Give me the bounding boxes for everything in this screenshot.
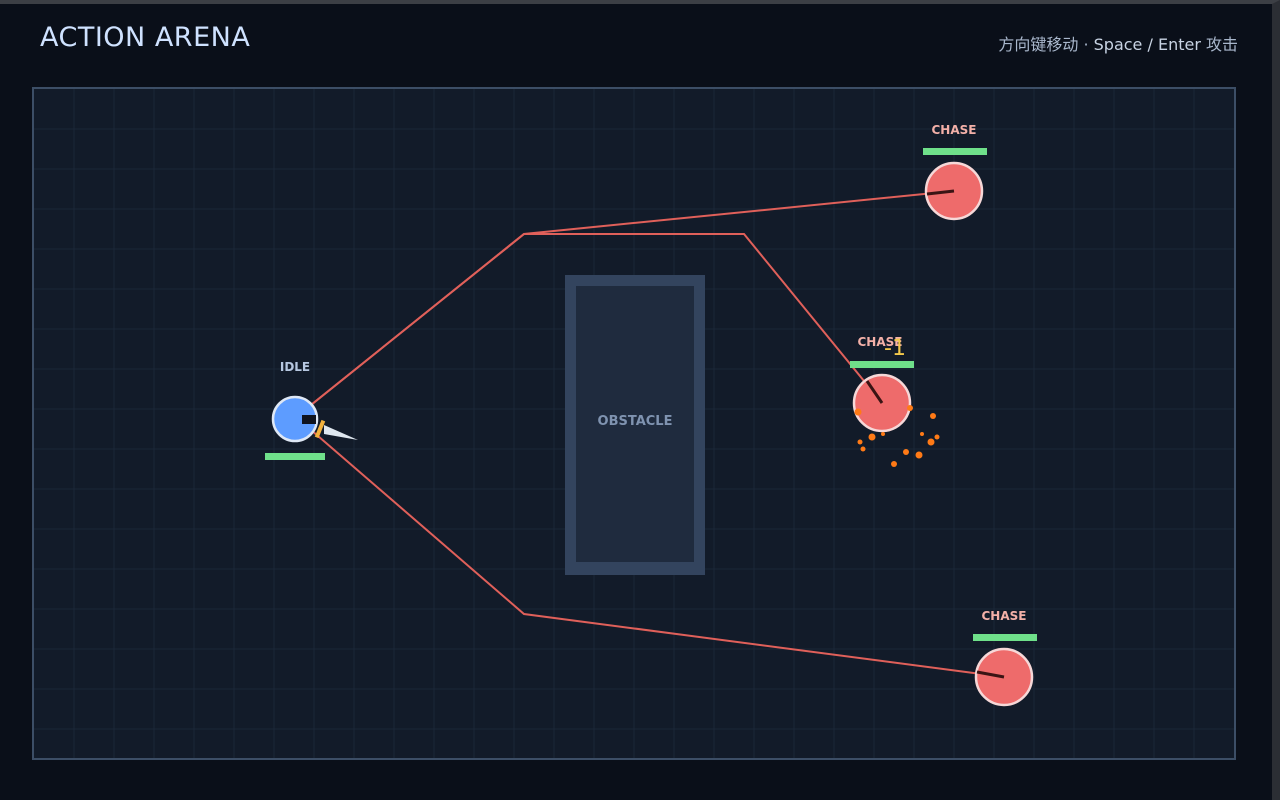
header: ACTION ARENA 方向键移动 · Space / Enter 攻击 bbox=[0, 4, 1272, 84]
enemy-health-bar bbox=[850, 361, 914, 368]
enemy-health-bar bbox=[973, 634, 1037, 641]
enemy-paths bbox=[295, 190, 1005, 678]
enemy-state-label: CHASE bbox=[932, 123, 977, 137]
grid bbox=[34, 89, 1234, 758]
enemy-bottom: CHASE bbox=[973, 609, 1037, 707]
hint-attack-keys: Space / Enter bbox=[1093, 35, 1201, 54]
enemy-facing bbox=[865, 380, 884, 404]
hint-move: 方向键移动 bbox=[998, 35, 1079, 54]
game-arena[interactable]: OBSTACLE IDLE CHASE bbox=[32, 87, 1236, 760]
player: IDLE bbox=[265, 360, 358, 460]
enemy-state-label: CHASE bbox=[858, 335, 903, 349]
player-body bbox=[271, 395, 319, 443]
enemy-mid: CHASE -1 bbox=[850, 335, 940, 467]
player-state-label: IDLE bbox=[280, 360, 310, 374]
sword-icon bbox=[314, 419, 358, 440]
enemy-state-label: CHASE bbox=[982, 609, 1027, 623]
enemy-top: CHASE bbox=[923, 123, 987, 221]
obstacle-label: OBSTACLE bbox=[598, 414, 673, 429]
path-enemy-bottom bbox=[295, 416, 1005, 678]
damage-popup: -1 bbox=[884, 336, 906, 361]
page-title: ACTION ARENA bbox=[40, 22, 251, 53]
path-enemy-mid bbox=[295, 233, 883, 418]
arena-canvas[interactable]: OBSTACLE IDLE CHASE bbox=[34, 89, 1234, 758]
obstacle: OBSTACLE bbox=[565, 275, 705, 575]
hint-separator: · bbox=[1078, 35, 1094, 54]
enemy-health-bar bbox=[923, 148, 987, 155]
enemy-facing bbox=[976, 670, 1005, 679]
player-health-bar bbox=[265, 453, 325, 460]
enemy-facing bbox=[926, 189, 955, 196]
player-facing bbox=[302, 415, 316, 424]
hint-attack: 攻击 bbox=[1200, 35, 1238, 54]
hit-particles bbox=[854, 405, 940, 467]
controls-hint: 方向键移动 · Space / Enter 攻击 bbox=[998, 31, 1238, 55]
